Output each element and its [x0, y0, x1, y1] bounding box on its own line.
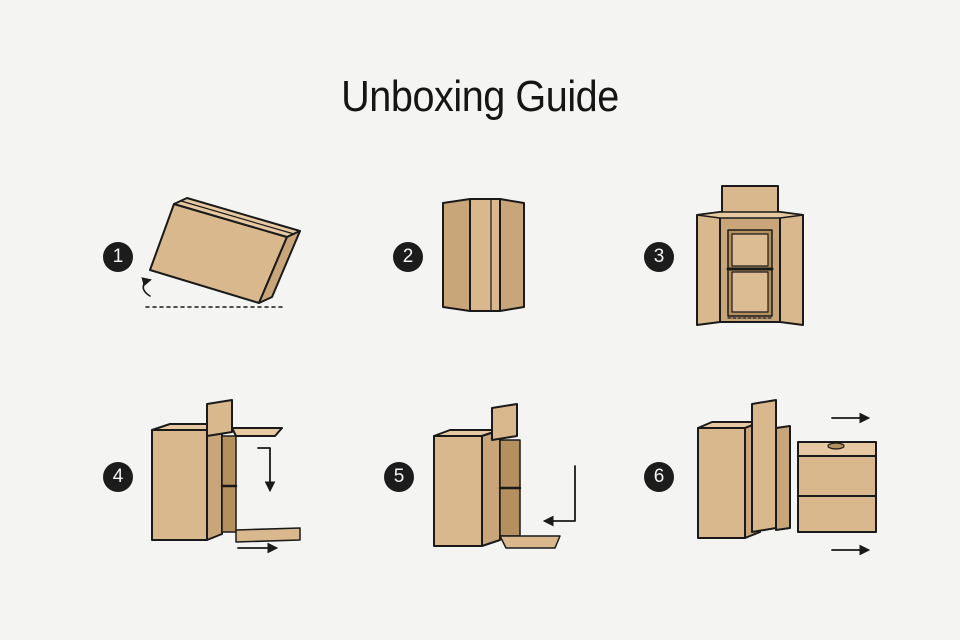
step-2-badge: 2 [393, 242, 423, 272]
side-flap [231, 427, 283, 437]
left-open-flap [696, 211, 721, 326]
step-3-badge: 3 [644, 242, 674, 272]
box-left-face [442, 198, 471, 312]
box-front-face [469, 198, 501, 312]
cabinet-shelf-bottom [731, 271, 769, 313]
box-side-face [481, 429, 501, 547]
step-4-open-box [151, 399, 301, 554]
top-flap [206, 399, 233, 437]
bottom-flap [499, 535, 561, 549]
step-5-badge: 5 [384, 462, 414, 492]
box-right-face [499, 198, 525, 312]
box-open-side [206, 423, 223, 541]
cabinet-inside [221, 435, 237, 533]
cabinet-base [797, 495, 877, 533]
cabinet-lower [797, 455, 877, 497]
box-front-face [433, 431, 483, 547]
cabinet-opening [827, 442, 845, 450]
top-flap [491, 403, 518, 441]
top-flap [721, 185, 779, 215]
step-1-tilted-box [141, 197, 301, 308]
corner-arrow-icon [542, 465, 576, 527]
box-tape-line [180, 200, 295, 235]
flap-rim [696, 211, 804, 219]
step-6-badge: 6 [644, 462, 674, 492]
step-2-upright-box [442, 198, 525, 312]
step-4-badge: 4 [103, 462, 133, 492]
box-front-face [697, 423, 746, 539]
rotate-arrow-icon [141, 277, 152, 297]
cabinet-shelf-top [731, 233, 769, 267]
down-arrow-icon [257, 447, 276, 493]
panel-on-floor [235, 527, 301, 543]
box-front-face [151, 425, 208, 541]
right-open-flap [779, 211, 804, 326]
page-title: Unboxing Guide [341, 72, 619, 121]
step-6-remove-cabinet [697, 399, 877, 556]
top-flap [751, 399, 777, 533]
step-5-lift-box [433, 403, 576, 549]
step-1-badge: 1 [103, 242, 133, 272]
box-side-face [258, 230, 301, 304]
step-3-open-box [696, 185, 804, 326]
inner-panel [775, 425, 791, 531]
